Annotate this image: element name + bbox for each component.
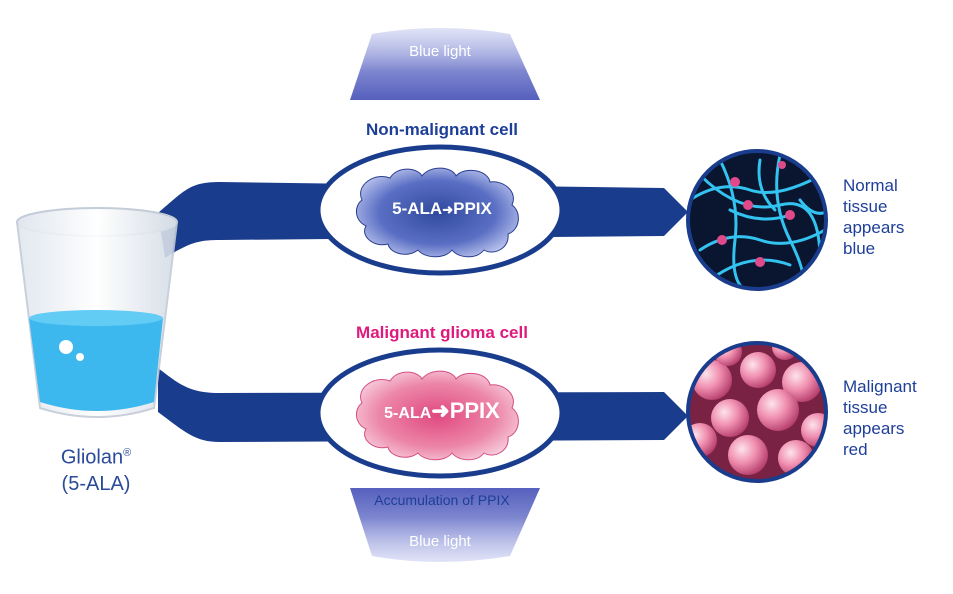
malignant-cell-blob xyxy=(356,370,519,461)
non-malignant-title: Non-malignant cell xyxy=(365,120,519,139)
malignant-title: Malignant glioma cell xyxy=(356,323,528,342)
bottom-light-beam xyxy=(350,488,540,562)
reaction-substrate: 5-ALA xyxy=(384,405,432,422)
drug-name: Gliolan xyxy=(60,446,124,469)
reaction-product: PPIX xyxy=(449,398,500,423)
top-light-beam xyxy=(350,28,540,100)
reaction-arrow-icon: ➜ xyxy=(431,398,450,423)
normal-tissue-caption: Normal tissue appears blue xyxy=(843,176,905,258)
non-malignant-cell-blob xyxy=(356,167,519,258)
bottom-light-label: Blue light xyxy=(409,533,471,550)
top-light-label: Blue light xyxy=(409,43,471,60)
accumulation-label: Accumulation of PPIX xyxy=(374,492,510,508)
drug-subtitle: (5-ALA) xyxy=(61,472,131,495)
malignant-tissue-icon xyxy=(686,341,828,483)
glass-icon xyxy=(16,207,178,418)
drug-label: Gliolan® (5-ALA) xyxy=(36,440,156,497)
normal-tissue-icon xyxy=(686,149,828,291)
registered-mark: ® xyxy=(123,447,132,459)
malignant-tissue-caption: Malignant tissue appears red xyxy=(843,377,917,459)
reaction-arrow-icon: ➜ xyxy=(442,202,454,217)
reaction-product: PPIX xyxy=(453,199,492,218)
reaction-substrate: 5-ALA xyxy=(392,199,443,218)
malignant-reaction: 5-ALA➜PPIX xyxy=(366,398,518,424)
non-malignant-reaction: 5-ALA➜PPIX xyxy=(378,199,506,219)
